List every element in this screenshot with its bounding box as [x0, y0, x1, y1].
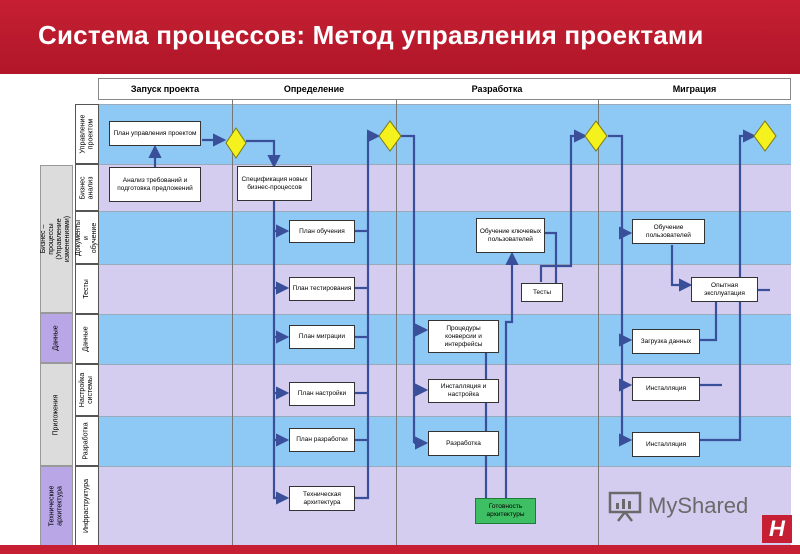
footer-bar — [0, 545, 800, 554]
phase-divider — [598, 78, 599, 546]
group-tech: Технические архитектура — [40, 466, 73, 546]
lane-label-docs-training: Документы и обучение — [75, 211, 99, 264]
box-specifikaciya: Спецификация новых бизнес-процессов — [237, 166, 312, 201]
page-title: Система процессов: Метод управления прое… — [38, 20, 704, 50]
decision-diamond-1 — [225, 127, 247, 159]
decision-diamond-2 — [378, 120, 402, 152]
box-procedury-konversii: Процедуры конверсии и интерфейсы — [428, 320, 499, 353]
header-bar — [0, 0, 800, 74]
phase-zapusk: Запуск проекта — [130, 84, 200, 94]
lane-label-business-analysis: Бизнес анализ — [75, 164, 99, 211]
box-zagruzka-dannyh: Загрузка данных — [632, 329, 700, 354]
lane-label-tests: Тесты — [75, 264, 99, 314]
box-razrabotka: Разработка — [428, 431, 499, 456]
lane-label-infrastructure: Инфраструктура — [75, 466, 99, 546]
box-opytnaya-ekspluataciya: Опытная эксплуатация — [691, 277, 758, 302]
lane-label-development: Разработка — [75, 416, 99, 466]
company-logo: H — [762, 515, 792, 543]
box-plan-upravleniya: План управления проектом — [109, 121, 201, 146]
box-plan-testirovaniya: План тестирования — [289, 277, 355, 301]
group-data: Данные — [40, 313, 73, 363]
phase-opredelenie: Определение — [283, 84, 345, 94]
phase-divider — [396, 78, 397, 546]
decision-diamond-4 — [753, 120, 777, 152]
box-obuchenie-polzovateley: Обучение пользователей — [632, 219, 705, 244]
box-instalyaciya-1: Инсталляция — [632, 377, 700, 401]
lane-label-system-config: Настройка системы — [75, 364, 99, 416]
phase-header-row — [98, 78, 791, 100]
watermark-text: MyShared — [648, 493, 749, 518]
swimlane-row — [99, 466, 791, 546]
box-instalyaciya-nastroyka: Инсталляция и настройка — [428, 379, 499, 403]
lane-label-project-mgmt: Управление проектом — [75, 104, 99, 164]
box-testy: Тесты — [521, 283, 563, 302]
box-gotovnost-arhitektury: Готовность архитектуры — [475, 498, 536, 524]
box-analiz-trebovaniy: Анализ требований и подготовка предложен… — [109, 167, 201, 202]
box-tehnicheskaya-arhitektura: Техническая архитектура — [289, 486, 355, 511]
box-instalyaciya-2: Инсталляция — [632, 432, 700, 457]
phase-razrabotka: Разработка — [471, 84, 523, 94]
group-apps: Приложения — [40, 363, 73, 466]
swimlane-row — [99, 164, 791, 211]
box-plan-obucheniya: План обучения — [289, 220, 355, 243]
swimlane-row — [99, 264, 791, 314]
phase-divider — [232, 78, 233, 546]
presentation-icon — [608, 491, 642, 522]
box-plan-nastroyki: План настройки — [289, 382, 355, 406]
decision-diamond-3 — [584, 120, 608, 152]
box-obuchenie-klyuchevyh: Обучение ключевых пользователей — [476, 218, 545, 253]
group-business: Бизнес – процессы (Управление изменениям… — [40, 165, 73, 313]
watermark: MyShared — [608, 490, 748, 522]
phase-migraciya: Миграция — [672, 84, 717, 94]
box-plan-migracii: План миграции — [289, 325, 355, 349]
lane-label-data: Данные — [75, 314, 99, 364]
box-plan-razrabotki: План разработки — [289, 428, 355, 452]
